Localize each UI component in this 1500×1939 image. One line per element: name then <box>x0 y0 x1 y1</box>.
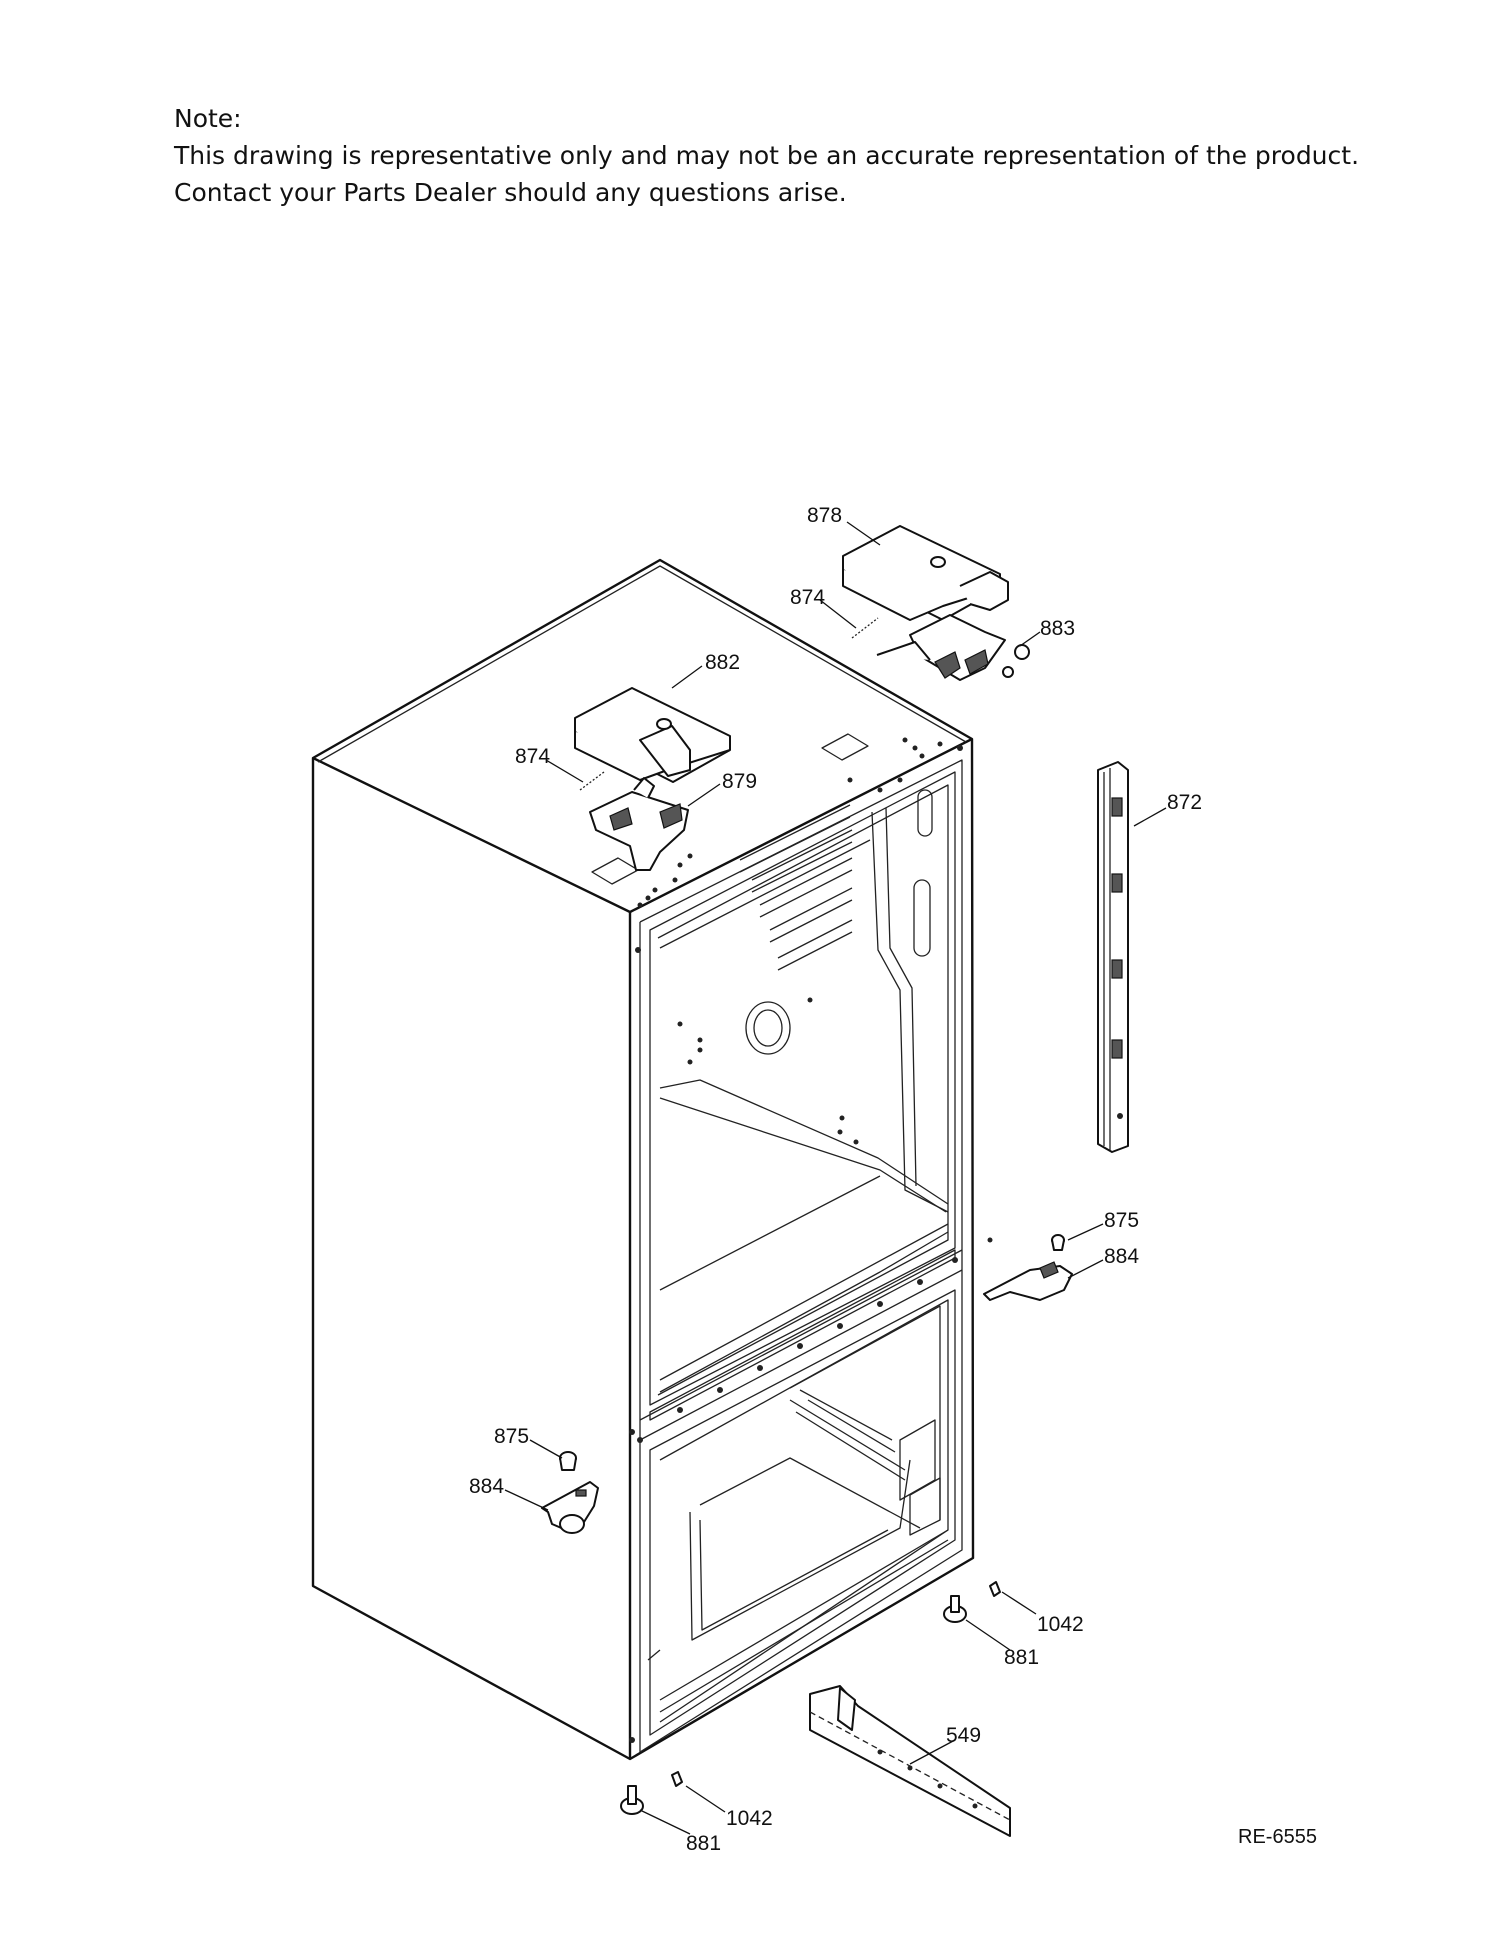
door-stop-bar <box>1097 761 1129 1153</box>
label-881-right: 881 <box>1004 1646 1039 1669</box>
top-hinge-left <box>589 777 689 871</box>
label-875-left: 875 <box>494 1425 529 1448</box>
hinge-pin-right <box>1051 1234 1065 1251</box>
center-hinge-right <box>983 1261 1073 1301</box>
leader-lines <box>504 521 1167 1835</box>
hinge-spring-middle <box>579 771 605 791</box>
label-884-right: 884 <box>1104 1245 1139 1268</box>
leveling-screw-bottom <box>671 1771 683 1787</box>
reference-code: RE-6555 <box>1238 1826 1317 1848</box>
label-874-middle: 874 <box>515 745 550 768</box>
leveling-screw-right <box>989 1581 1001 1597</box>
top-hinge-cover-left <box>574 687 731 783</box>
label-881-bottom: 881 <box>686 1832 721 1855</box>
center-hinge-left <box>541 1481 599 1534</box>
label-1042-right: 1042 <box>1037 1613 1084 1636</box>
toe-grille <box>809 1685 1011 1837</box>
hinge-spring-top <box>851 617 879 639</box>
label-883: 883 <box>1040 617 1075 640</box>
label-878: 878 <box>807 504 842 527</box>
top-hinge-cover-right <box>842 525 1009 621</box>
label-874-top: 874 <box>790 586 825 609</box>
top-hinge-right <box>876 614 1030 681</box>
refrigerator-cabinet <box>311 558 993 1761</box>
label-549: 549 <box>946 1724 981 1747</box>
label-1042-bottom: 1042 <box>726 1807 773 1830</box>
hinge-pin-left <box>559 1451 577 1471</box>
leveling-leg-right <box>943 1595 967 1623</box>
part-labels: 878 874 883 882 874 879 872 875 884 875 … <box>469 504 1317 1855</box>
note-line-1: This drawing is representative only and … <box>174 141 1360 170</box>
note-line-2: Contact your Parts Dealer should any que… <box>174 178 847 207</box>
note-heading: Note: <box>174 104 242 133</box>
label-872: 872 <box>1167 791 1202 814</box>
leveling-leg-bottom <box>620 1785 644 1815</box>
label-884-left: 884 <box>469 1475 504 1498</box>
disclaimer-note: Note: This drawing is representative onl… <box>174 100 1374 211</box>
label-882: 882 <box>705 651 740 674</box>
label-879: 879 <box>722 770 757 793</box>
label-875-right: 875 <box>1104 1209 1139 1232</box>
